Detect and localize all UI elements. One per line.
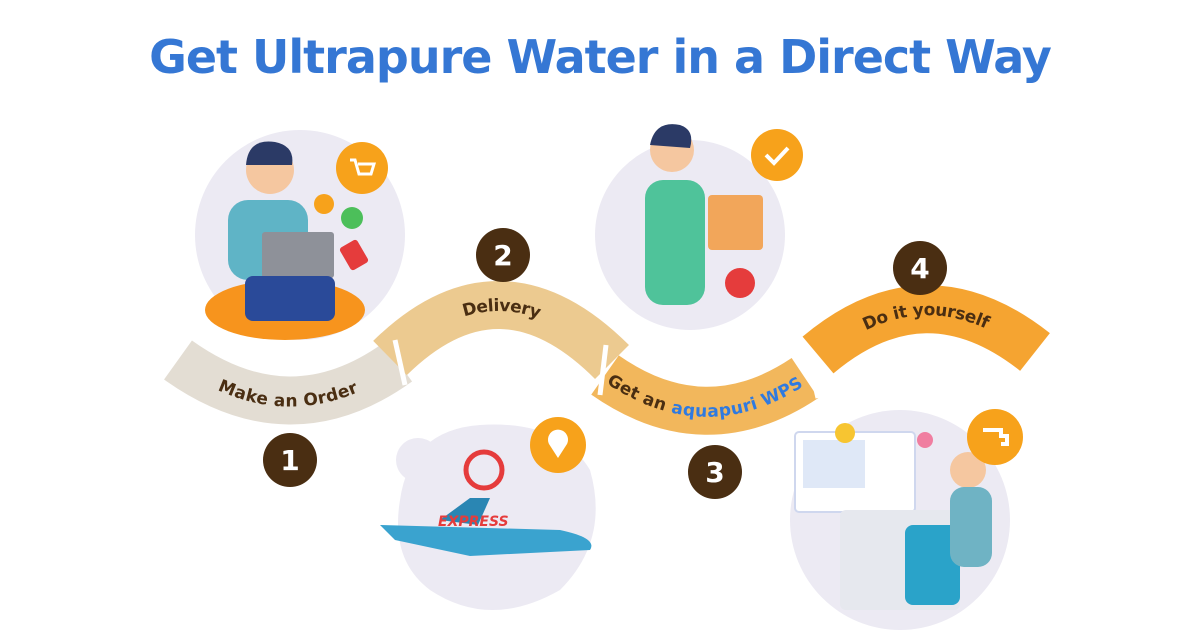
cart-icon — [336, 142, 388, 194]
check-icon — [751, 129, 803, 181]
ribbon-step-3 — [591, 355, 819, 435]
ribbon-step-1 — [164, 340, 413, 425]
receive-package-illustration — [595, 124, 803, 330]
express-label: EXPRESS — [438, 514, 509, 530]
step-2-number: 2 — [476, 228, 530, 282]
svg-text:1: 1 — [280, 444, 299, 477]
step-3-number: 3 — [688, 445, 742, 499]
ribbon-step-4 — [802, 285, 1050, 374]
step-1-number: 1 — [263, 433, 317, 487]
diy-illustration — [790, 409, 1023, 630]
ribbon-step-2 — [373, 281, 629, 380]
package-icon — [708, 195, 763, 250]
step-4-number: 4 — [893, 241, 947, 295]
price-tag-icon — [339, 239, 369, 271]
delivery-illustration: EXPRESS — [380, 417, 596, 610]
svg-text:2: 2 — [493, 239, 512, 272]
water-tap-icon — [967, 409, 1023, 465]
page-title: Get Ultrapure Water in a Direct Way — [149, 30, 1052, 84]
heart-icon — [917, 432, 933, 448]
check-small-icon — [341, 207, 363, 229]
svg-text:3: 3 — [705, 456, 724, 489]
svg-text:4: 4 — [910, 252, 929, 285]
dollar-icon — [314, 194, 334, 214]
airplane-icon — [380, 525, 592, 556]
thumbs-up-icon — [725, 268, 755, 298]
stopwatch-icon — [463, 449, 505, 491]
order-illustration — [195, 130, 405, 340]
